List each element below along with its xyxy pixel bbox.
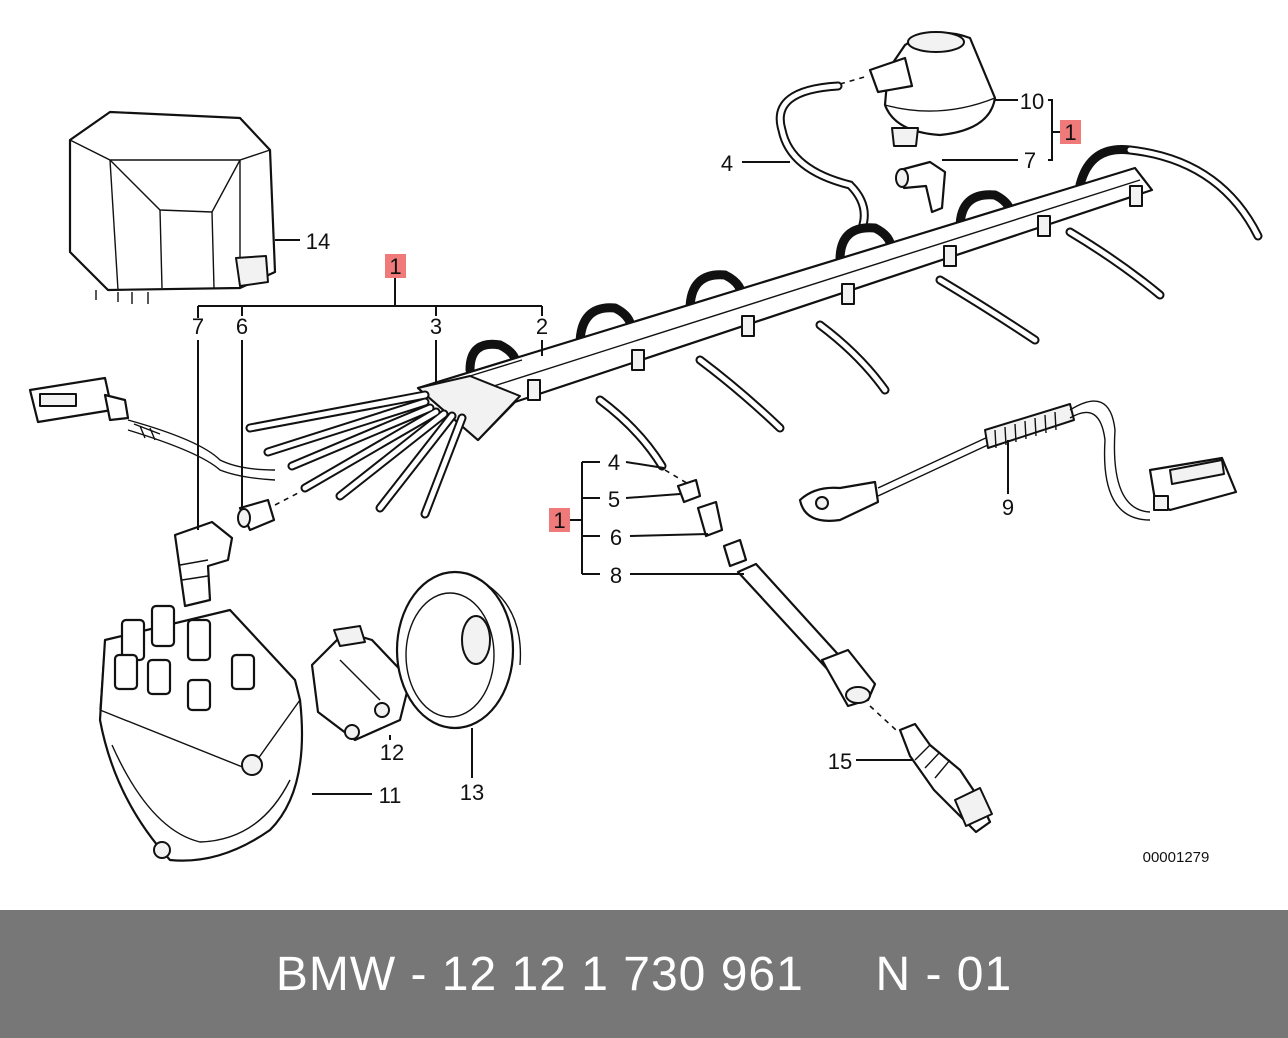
rotor-part [310, 625, 412, 742]
callout-11: 11 [379, 783, 402, 808]
spark-plug-part [898, 722, 993, 834]
distributor-cap-part [98, 604, 304, 862]
callout-15: 15 [828, 749, 852, 774]
callout-1-top: 1 [389, 254, 401, 279]
callout-4-mid: 4 [608, 450, 620, 475]
ignition-wiring-diagram: 1 1 1 2 3 4 4 5 6 6 7 7 8 9 10 11 12 13 … [28, 31, 1263, 866]
callout-12: 12 [380, 740, 404, 765]
callout-1-left: 1 [553, 508, 565, 533]
callout-7-right: 7 [1024, 148, 1036, 173]
leader-lines [197, 99, 1062, 795]
left-connector-part [28, 376, 276, 481]
control-box-part [68, 110, 277, 304]
callout-5: 5 [608, 487, 620, 512]
plug-connector-part [664, 469, 897, 731]
highlight-box-right [1060, 120, 1081, 144]
coil-boot-part [868, 31, 997, 214]
callout-14: 14 [306, 229, 330, 254]
coil-lead-part [775, 75, 869, 233]
callout-10: 10 [1020, 89, 1044, 114]
callout-6-mid: 6 [610, 525, 622, 550]
harness-rail-part [416, 144, 1263, 471]
callout-7-top: 7 [192, 314, 204, 339]
callout-1-right: 1 [1064, 120, 1076, 145]
highlight-box-left [549, 508, 570, 532]
footer-bar: BMW - 12 12 1 730 961 N - 01 [0, 910, 1288, 1038]
dust-shield-part [395, 570, 522, 730]
callout-13: 13 [460, 780, 484, 805]
highlight-box-top [385, 254, 406, 278]
sensor-lead-part [798, 400, 1238, 522]
callout-6-top: 6 [236, 314, 248, 339]
callout-4-top: 4 [721, 151, 733, 176]
callout-3: 3 [430, 314, 442, 339]
callout-2: 2 [536, 314, 548, 339]
center-boot-part [173, 491, 301, 608]
part-number-caption: BMW - 12 12 1 730 961 N - 01 [275, 947, 1013, 1001]
wire-fanout-part [245, 390, 467, 519]
drawing-code: 00001279 [1143, 849, 1210, 866]
callout-8: 8 [610, 563, 622, 588]
callout-9: 9 [1002, 495, 1014, 520]
